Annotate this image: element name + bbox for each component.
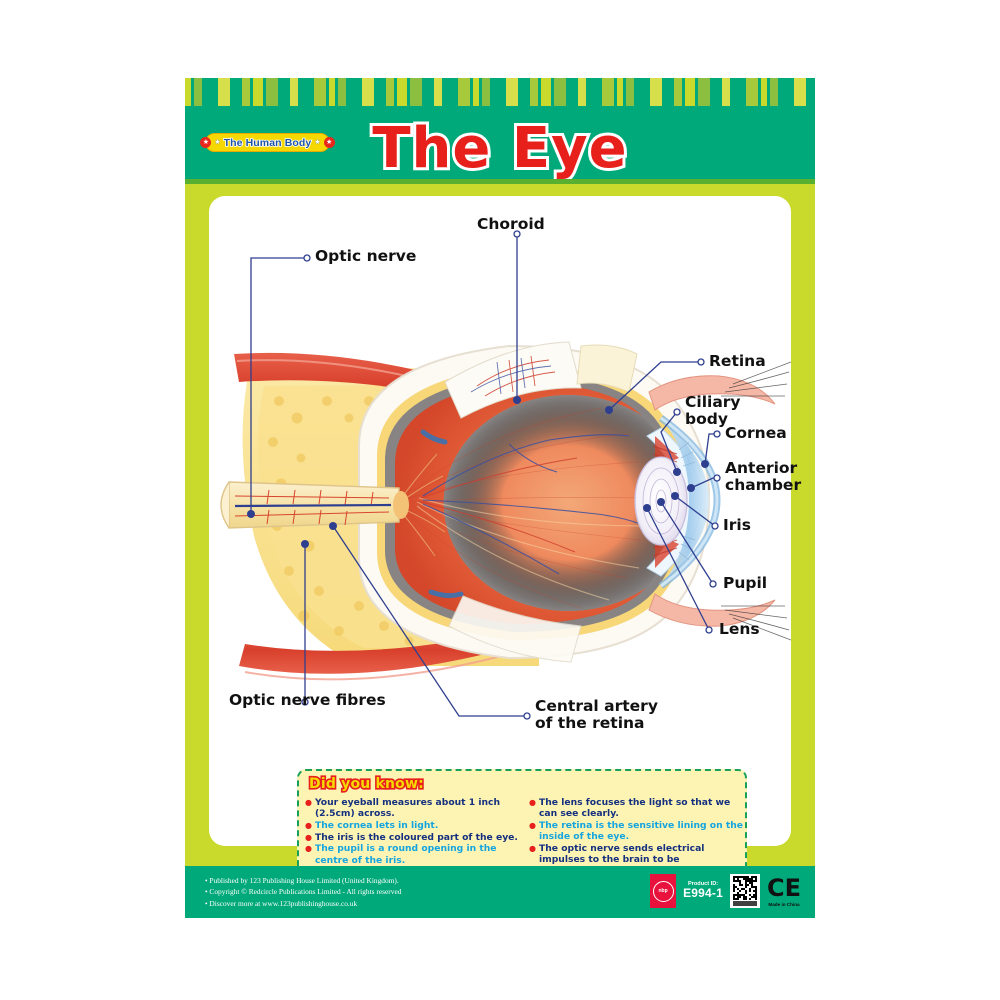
content-panel: Optic nerve Choroid Retina Ciliary body … — [209, 196, 801, 879]
series-badge-label: The Human Body — [223, 136, 312, 150]
eye-cross-section-illustration — [220, 230, 791, 720]
fact-bullet-icon: ● — [305, 798, 312, 807]
fact-item: ●Your eyeball measures about 1 inch (2.5… — [305, 797, 519, 819]
fact-text: The pupil is a round opening in the cent… — [314, 843, 497, 866]
fact-bullet-icon: ● — [305, 844, 312, 854]
ce-mark-icon: CE — [766, 873, 801, 902]
fact-text: The retina is the sensitive lining on th… — [538, 819, 743, 843]
label-choroid: Choroid — [477, 215, 545, 233]
qr-code-icon — [729, 874, 760, 908]
label-optic-lens: Lens — [719, 620, 760, 638]
decorative-stripe-band — [185, 78, 815, 106]
footer-badges: nbp Product ID: E994-1 CE Made in China — [650, 874, 801, 908]
header-underline — [185, 179, 815, 184]
fact-text: The cornea lets in light. — [314, 819, 439, 831]
series-badge: ★ The Human Body ★ — [200, 133, 335, 152]
fact-bullet-icon: ● — [529, 820, 536, 830]
fact-item: ●The cornea lets in light. — [305, 820, 519, 831]
fact-bullet-icon: ● — [529, 798, 536, 807]
product-id-block: Product ID: E994-1 — [683, 881, 723, 901]
qr-code-svg — [730, 875, 759, 907]
made-in-china-text: Made in China — [768, 901, 800, 907]
fact-bullet-icon: ● — [305, 832, 312, 842]
badge-dot-left-icon — [200, 137, 212, 148]
publisher-logo-icon: nbp — [650, 874, 677, 908]
label-optic-nerve: Optic nerve — [315, 247, 417, 265]
page-title: The Eye — [369, 116, 629, 181]
label-iris: Iris — [723, 516, 751, 534]
fact-item: ●The lens focuses the light so that we c… — [529, 797, 743, 819]
footer-line-copyright: • Copyright © Redcircle Publications Lim… — [205, 887, 402, 897]
badge-star-left-icon: ★ — [214, 139, 221, 146]
facts-column-left: ●Your eyeball measures about 1 inch (2.5… — [305, 797, 519, 877]
stripe-svg — [185, 78, 815, 106]
label-optic-nerve-fibres: Optic nerve fibres — [229, 691, 386, 709]
fact-item: ●The iris is the coloured part of the ey… — [305, 832, 519, 843]
product-id-value: E994-1 — [683, 886, 723, 901]
label-anterior-chamber: Anterior chamber — [725, 459, 802, 495]
label-central-artery: Central artery of the retina — [535, 697, 658, 733]
badge-star-right-icon: ★ — [314, 139, 321, 146]
poster-footer: • Published by 123 Publishing House Limi… — [185, 866, 815, 918]
fact-text: The iris is the coloured part of the eye… — [314, 831, 518, 843]
badge-dot-right-icon — [323, 137, 335, 148]
ce-mark-block: CE Made in China — [767, 876, 801, 907]
did-you-know-heading: Did you know: — [307, 774, 425, 793]
fact-text: Your eyeball measures about 1 inch (2.5c… — [314, 797, 501, 820]
product-id-caption: Product ID: — [687, 880, 719, 887]
footer-line-publisher: • Published by 123 Publishing House Limi… — [205, 876, 399, 885]
label-ciliary-body: Ciliary body — [685, 393, 741, 429]
fact-bullet-icon: ● — [305, 820, 312, 830]
label-cornea: Cornea — [725, 424, 787, 442]
publisher-logo-label: nbp — [652, 880, 674, 902]
poster-header: ★ The Human Body ★ The Eye — [185, 106, 815, 181]
did-you-know-box: Did you know: ●Your eyeball measures abo… — [297, 769, 747, 879]
fact-bullet-icon: ● — [529, 843, 536, 853]
label-pupil: Pupil — [723, 574, 768, 592]
fact-text: The lens focuses the light so that we ca… — [538, 797, 731, 820]
fact-item: ●The pupil is a round opening in the cen… — [305, 843, 519, 865]
footer-line-website: • Discover more at www.123publishinghous… — [205, 898, 358, 908]
label-retina: Retina — [709, 352, 766, 370]
fact-item: ●The retina is the sensitive lining on t… — [529, 820, 743, 842]
footer-credits: • Published by 123 Publishing House Limi… — [205, 875, 401, 909]
poster: ★ The Human Body ★ The Eye — [185, 78, 815, 918]
